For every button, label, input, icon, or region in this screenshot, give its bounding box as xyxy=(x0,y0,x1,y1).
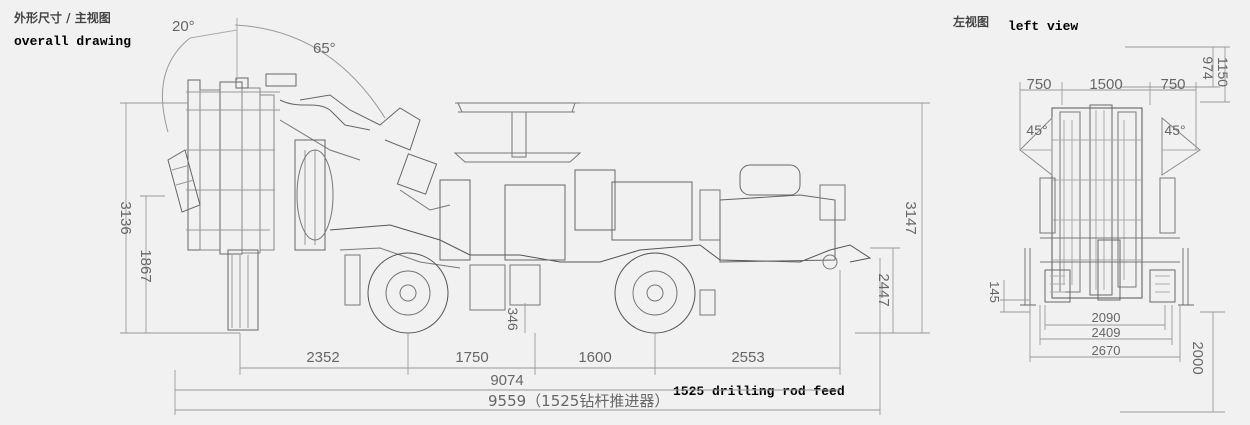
height-1867: 1867 xyxy=(137,249,154,282)
length-2352: 2352 xyxy=(306,349,339,366)
width-2090: 2090 xyxy=(1092,310,1121,325)
side-view-english-title: left view xyxy=(1008,19,1079,34)
height-145: 145 xyxy=(987,281,1002,303)
width-2409: 2409 xyxy=(1092,325,1121,340)
side-angle-left: 45° xyxy=(1026,122,1047,138)
length-2553: 2553 xyxy=(731,349,764,366)
total-length-9074: 9074 xyxy=(490,372,523,389)
drilling-rig-front-view xyxy=(167,73,872,334)
height-2447: 2447 xyxy=(875,273,892,306)
height-3136: 3136 xyxy=(117,201,134,234)
height-2000: 2000 xyxy=(1189,341,1206,374)
drilling-rig-side-view xyxy=(1019,104,1201,306)
height-3147: 3147 xyxy=(902,201,919,234)
front-view-english-title: overall drawing xyxy=(14,34,132,49)
width-2670: 2670 xyxy=(1092,343,1121,358)
side-angle-right: 45° xyxy=(1164,122,1185,138)
top-width-center: 1500 xyxy=(1089,76,1122,93)
length-1750: 1750 xyxy=(455,349,488,366)
top-width-right: 750 xyxy=(1160,76,1185,93)
overall-length-9559: 9559（1525钻杆推进器） xyxy=(488,392,669,410)
front-angle-right: 65° xyxy=(313,40,336,57)
top-width-left: 750 xyxy=(1026,76,1051,93)
front-angle-left: 20° xyxy=(172,18,195,35)
front-view-title: 外形尺寸 / 主视图 xyxy=(14,11,111,25)
height-1150: 1150 xyxy=(1215,57,1231,87)
height-974: 974 xyxy=(1200,56,1216,80)
feed-note: 1525 drilling rod feed xyxy=(673,384,845,399)
side-view-title: 左视图 xyxy=(953,15,990,29)
ground-clearance-346: 346 xyxy=(505,307,521,331)
length-1600: 1600 xyxy=(578,349,611,366)
